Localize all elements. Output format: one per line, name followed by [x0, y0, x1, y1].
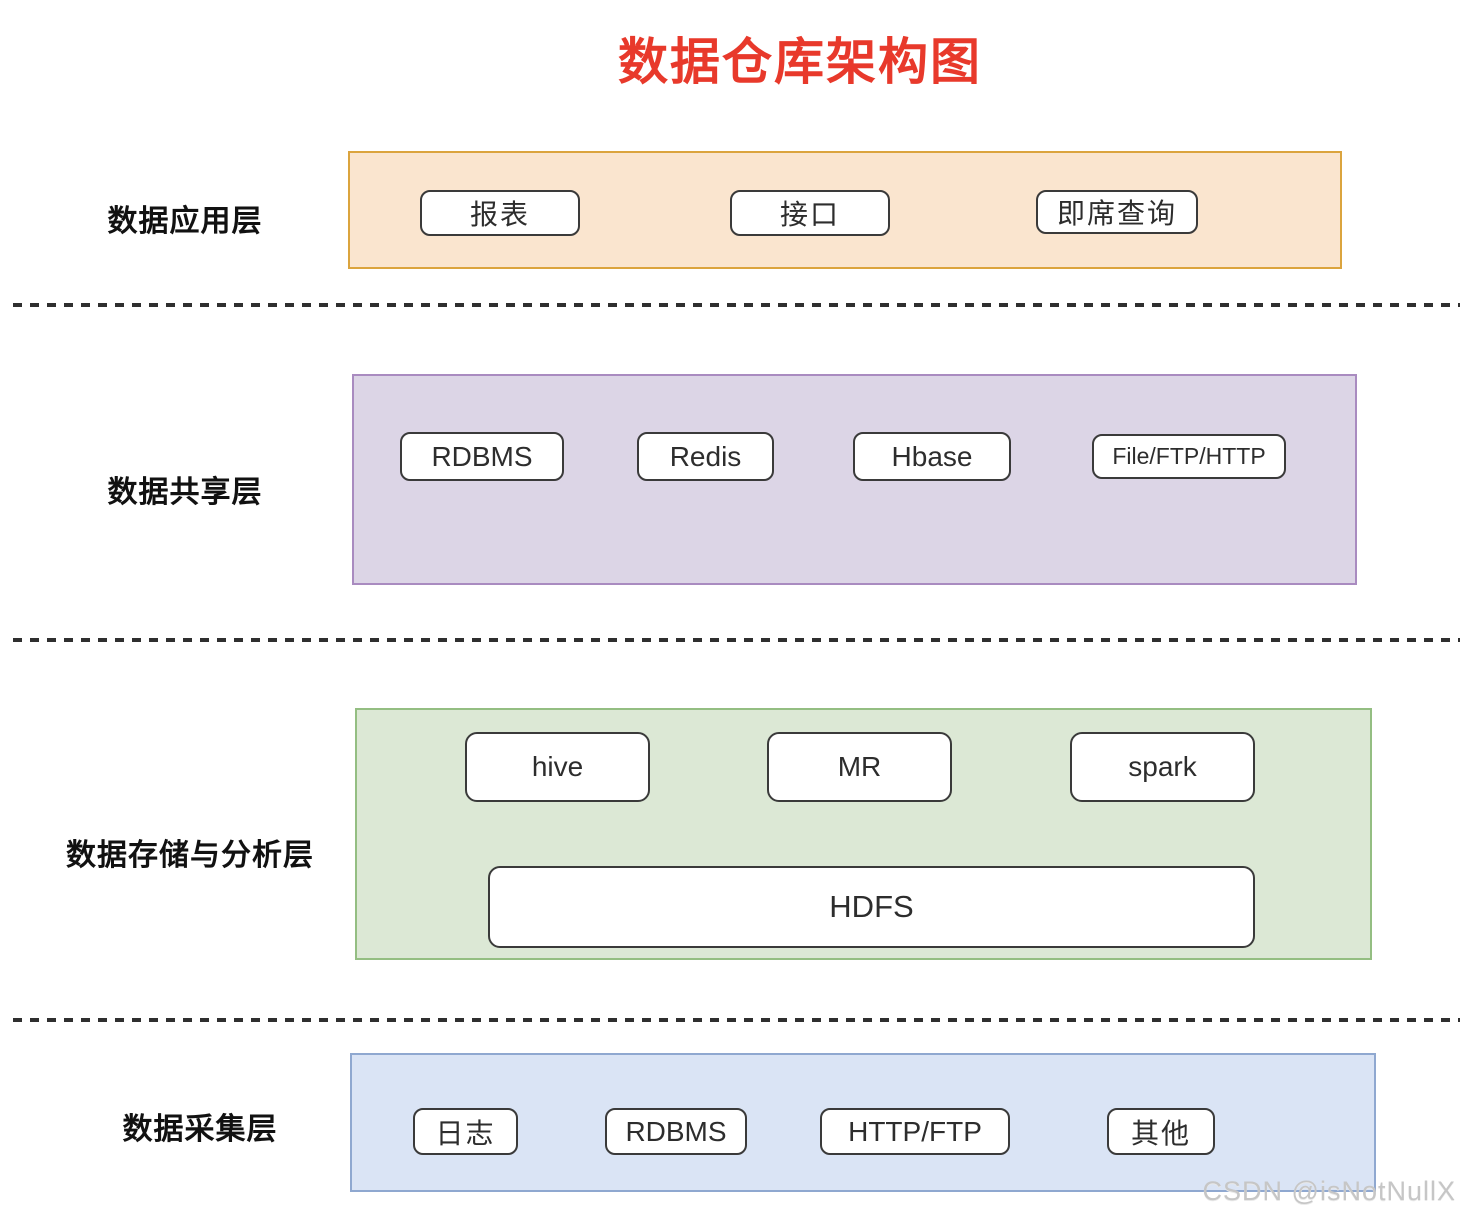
dashed-separator-3 — [13, 1018, 1460, 1022]
layer-label-application: 数据应用层 — [107, 205, 263, 238]
diagram-title: 数据仓库架构图 — [618, 34, 982, 90]
node-other: 其他 — [1107, 1108, 1215, 1155]
node-spark: spark — [1070, 732, 1255, 802]
node-rdbms-share: RDBMS — [400, 432, 564, 481]
dashed-separator-2 — [13, 638, 1460, 642]
layer-label-storage-analysis: 数据存储与分析层 — [66, 839, 314, 872]
node-http-ftp: HTTP/FTP — [820, 1108, 1010, 1155]
node-hive: hive — [465, 732, 650, 802]
node-hdfs: HDFS — [488, 866, 1255, 948]
csdn-watermark: CSDN @isNotNullX — [1202, 1176, 1456, 1206]
node-hbase: Hbase — [853, 432, 1011, 481]
layer-label-collection: 数据采集层 — [122, 1113, 278, 1146]
node-report: 报表 — [420, 190, 580, 236]
node-rdbms-collect: RDBMS — [605, 1108, 747, 1155]
dashed-separator-1 — [13, 303, 1460, 307]
node-file-ftp-http: File/FTP/HTTP — [1092, 434, 1286, 479]
node-adhoc-query: 即席查询 — [1036, 190, 1198, 234]
node-interface: 接口 — [730, 190, 890, 236]
node-log: 日志 — [413, 1108, 518, 1155]
node-mr: MR — [767, 732, 952, 802]
node-redis: Redis — [637, 432, 774, 481]
layer-label-sharing: 数据共享层 — [107, 476, 263, 509]
